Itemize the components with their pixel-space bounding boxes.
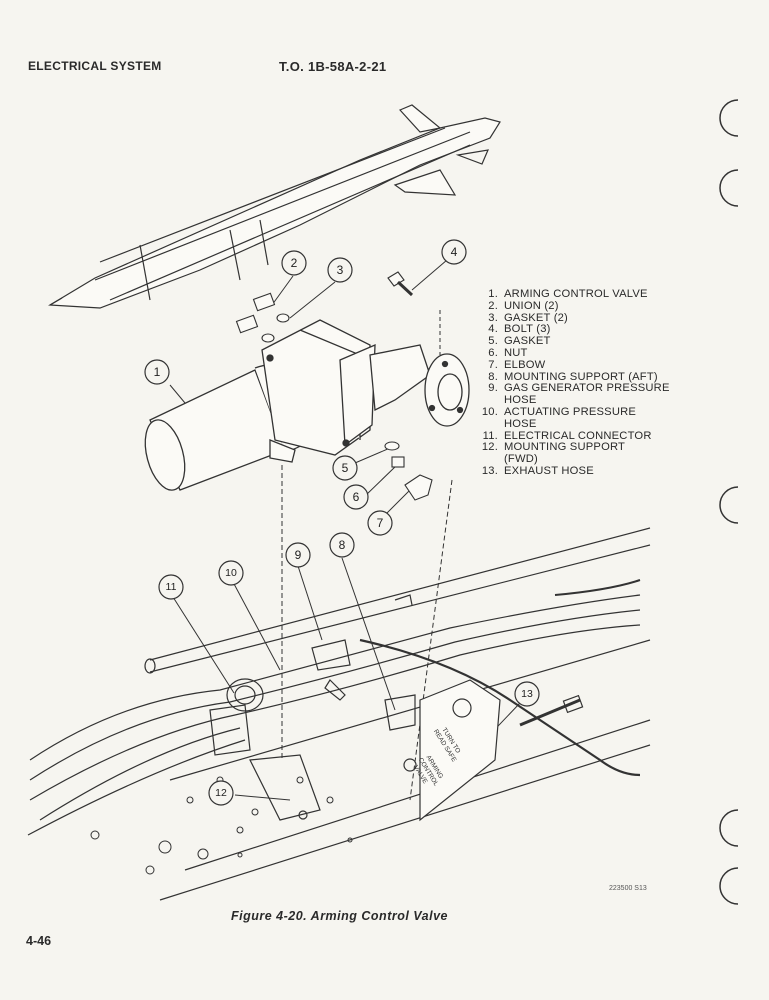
callout-12: 12 [215, 787, 227, 799]
legend-item: (FWD) [468, 453, 670, 466]
legend-item-number: 5. [488, 335, 498, 348]
callout-2: 2 [291, 256, 298, 270]
legend-item-label: ACTUATING PRESSURE [504, 405, 637, 418]
leader-lines [169, 259, 521, 801]
legend-item-number: 7. [488, 358, 498, 371]
callout-7: 7 [377, 516, 384, 530]
section-title: ELECTRICAL SYSTEM [28, 59, 162, 73]
parts-legend: 1. ARMING CONTROL VALVE 2. UNION (2) 3. GASKE… [468, 288, 670, 478]
legend-item: 10. ACTUATING PRESSURE [468, 405, 670, 419]
binder-holes [719, 99, 739, 905]
legend-item-number: 6. [488, 346, 498, 359]
legend-item-label: (FWD) [504, 453, 538, 466]
callout-9: 9 [295, 548, 302, 562]
legend-item-number: 8. [488, 370, 498, 383]
legend-item: 11. ELECTRICAL CONNECTOR [468, 429, 670, 443]
legend-item-label: GASKET [504, 335, 551, 348]
legend-item-number: 13. [481, 464, 498, 477]
legend-item: 3. GASKET (2) [468, 311, 670, 325]
callout-1: 1 [154, 365, 161, 379]
legend-item-number: 2. [488, 299, 498, 312]
legend-item-label: HOSE [504, 417, 537, 430]
legend-item-number: 12. [481, 441, 498, 454]
legend-item-label: MOUNTING SUPPORT [504, 441, 626, 454]
callout-11: 11 [166, 581, 177, 593]
legend-item-label: EXHAUST HOSE [504, 464, 594, 477]
legend-item: 13. EXHAUST HOSE [468, 464, 670, 478]
valve-assembly [144, 319, 470, 491]
legend-item-number: 4. [488, 323, 498, 336]
callout-10: 10 [225, 567, 237, 579]
callout-4: 4 [451, 245, 458, 259]
legend-item-label: ELBOW [504, 358, 546, 371]
legend-item: HOSE [468, 417, 670, 431]
callout-3: 3 [337, 263, 344, 277]
missile-drawing [48, 104, 501, 309]
legend-item-label: NUT [504, 346, 528, 359]
legend-item: HOSE [468, 394, 670, 407]
legend-item: 1. ARMING CONTROL VALVE [468, 288, 670, 301]
legend-item-label: HOSE [504, 394, 537, 407]
structure-drawing [27, 527, 651, 901]
legend-item-label: MOUNTING SUPPORT (AFT) [504, 370, 658, 383]
legend-item: 6. NUT [468, 346, 670, 360]
legend-item-number: 10. [481, 405, 498, 418]
legend-item: 7. ELBOW [468, 358, 670, 372]
figure-caption: Figure 4-20. Arming Control Valve [231, 909, 449, 923]
callout-circles [144, 239, 540, 806]
legend-item-number: 11. [482, 429, 498, 442]
legend-item-label: ELECTRICAL CONNECTOR [504, 429, 652, 442]
legend-item-label: GAS GENERATOR PRESSURE [504, 382, 670, 395]
legend-item: 12. MOUNTING SUPPORT [468, 442, 670, 454]
page-number: 4-46 [26, 934, 52, 948]
legend-item: 2. UNION (2) [468, 299, 670, 313]
legend-item-label: UNION (2) [504, 299, 559, 312]
legend-item: 8. MOUNTING SUPPORT (AFT) [468, 370, 670, 384]
legend-item-number [468, 419, 504, 431]
legend-item: 4. BOLT (3) [468, 324, 670, 336]
legend-item-number: 9. [488, 382, 498, 395]
legend-item-label: BOLT (3) [504, 323, 551, 336]
callout-5: 5 [342, 461, 349, 475]
callout-6: 6 [353, 490, 360, 504]
hardware-parts [235, 271, 433, 501]
legend-item: 9. GAS GENERATOR PRESSURE [468, 383, 670, 395]
legend-item-number: 3. [488, 311, 498, 324]
legend-item-number: 1. [488, 288, 498, 300]
callout-8: 8 [339, 538, 346, 552]
drawing-code: 223500 S13 [609, 885, 647, 892]
legend-item-label: GASKET (2) [504, 311, 568, 324]
callout-13: 13 [521, 688, 533, 700]
document-number: T.O. 1B-58A-2-21 [279, 59, 387, 74]
legend-item-label: ARMING CONTROL VALVE [504, 288, 648, 300]
legend-item: 5. GASKET [468, 335, 670, 348]
